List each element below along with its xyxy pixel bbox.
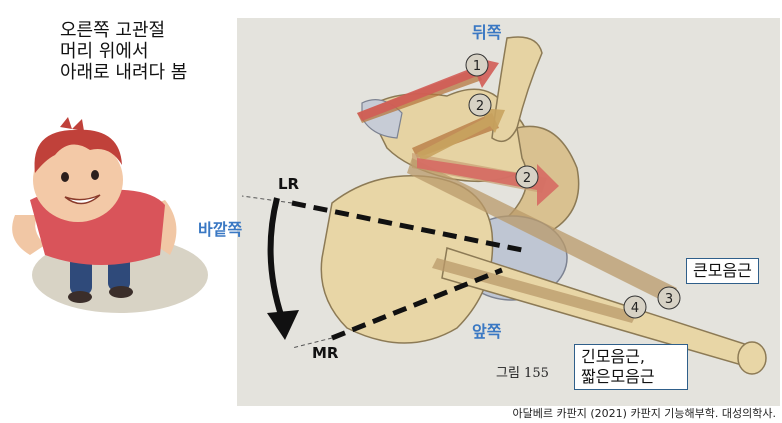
axis-dashed-upper — [291, 200, 523, 253]
label-adductor-longus: 긴모음근, — [581, 347, 645, 366]
muscle-number-4: 4 — [631, 301, 639, 316]
diagram-title: 오른쪽 고관절 머리 위에서 아래로 내려다 봄 — [60, 20, 187, 83]
title-line-3: 아래로 내려다 봄 — [60, 62, 188, 83]
figure-number: 그림 155 — [496, 366, 549, 381]
boy-hair — [34, 129, 122, 173]
title-line-2: 머리 위에서 — [60, 41, 149, 62]
label-outer: 바깥쪽 — [198, 220, 243, 239]
label-lr: LR — [278, 175, 300, 193]
title-line-1: 오른쪽 고관절 — [60, 20, 166, 41]
boy-head — [33, 138, 123, 222]
rotation-arrow — [267, 197, 285, 319]
muscle-number-1: 1 — [473, 59, 481, 74]
label-mr: MR — [312, 344, 339, 362]
arrow-2-upper — [417, 108, 505, 161]
axis-dashed-lower — [331, 267, 503, 341]
muscle-number-2a: 2 — [476, 99, 484, 114]
muscle-band-long — [407, 158, 677, 303]
muscle-number-2b: 2 — [523, 171, 531, 186]
label-adductor-magnus: 큰모음근 — [686, 258, 759, 284]
boy-illustration — [12, 117, 208, 313]
muscle-number-3: 3 — [665, 292, 673, 307]
anatomy-figure: 1 2 2 3 4 — [237, 18, 780, 406]
arrow-2-lower — [417, 158, 559, 206]
label-adductor-brevis: 짧은모음근 — [581, 367, 655, 386]
label-back: 뒤쪽 — [472, 23, 502, 42]
muscle-band-lower — [432, 258, 637, 323]
ischium-tail — [491, 36, 543, 143]
label-front: 앞쪽 — [472, 322, 502, 341]
source-caption: 아달베르 카판지 (2021) 카판지 기능해부학. 대성의학사. — [512, 407, 776, 420]
hip-anatomy-drawing: 1 2 2 3 4 — [241, 36, 767, 375]
arrow-1 — [357, 56, 499, 121]
label-adductor-longus-brevis: 긴모음근, 짧은모음근 — [574, 344, 688, 390]
